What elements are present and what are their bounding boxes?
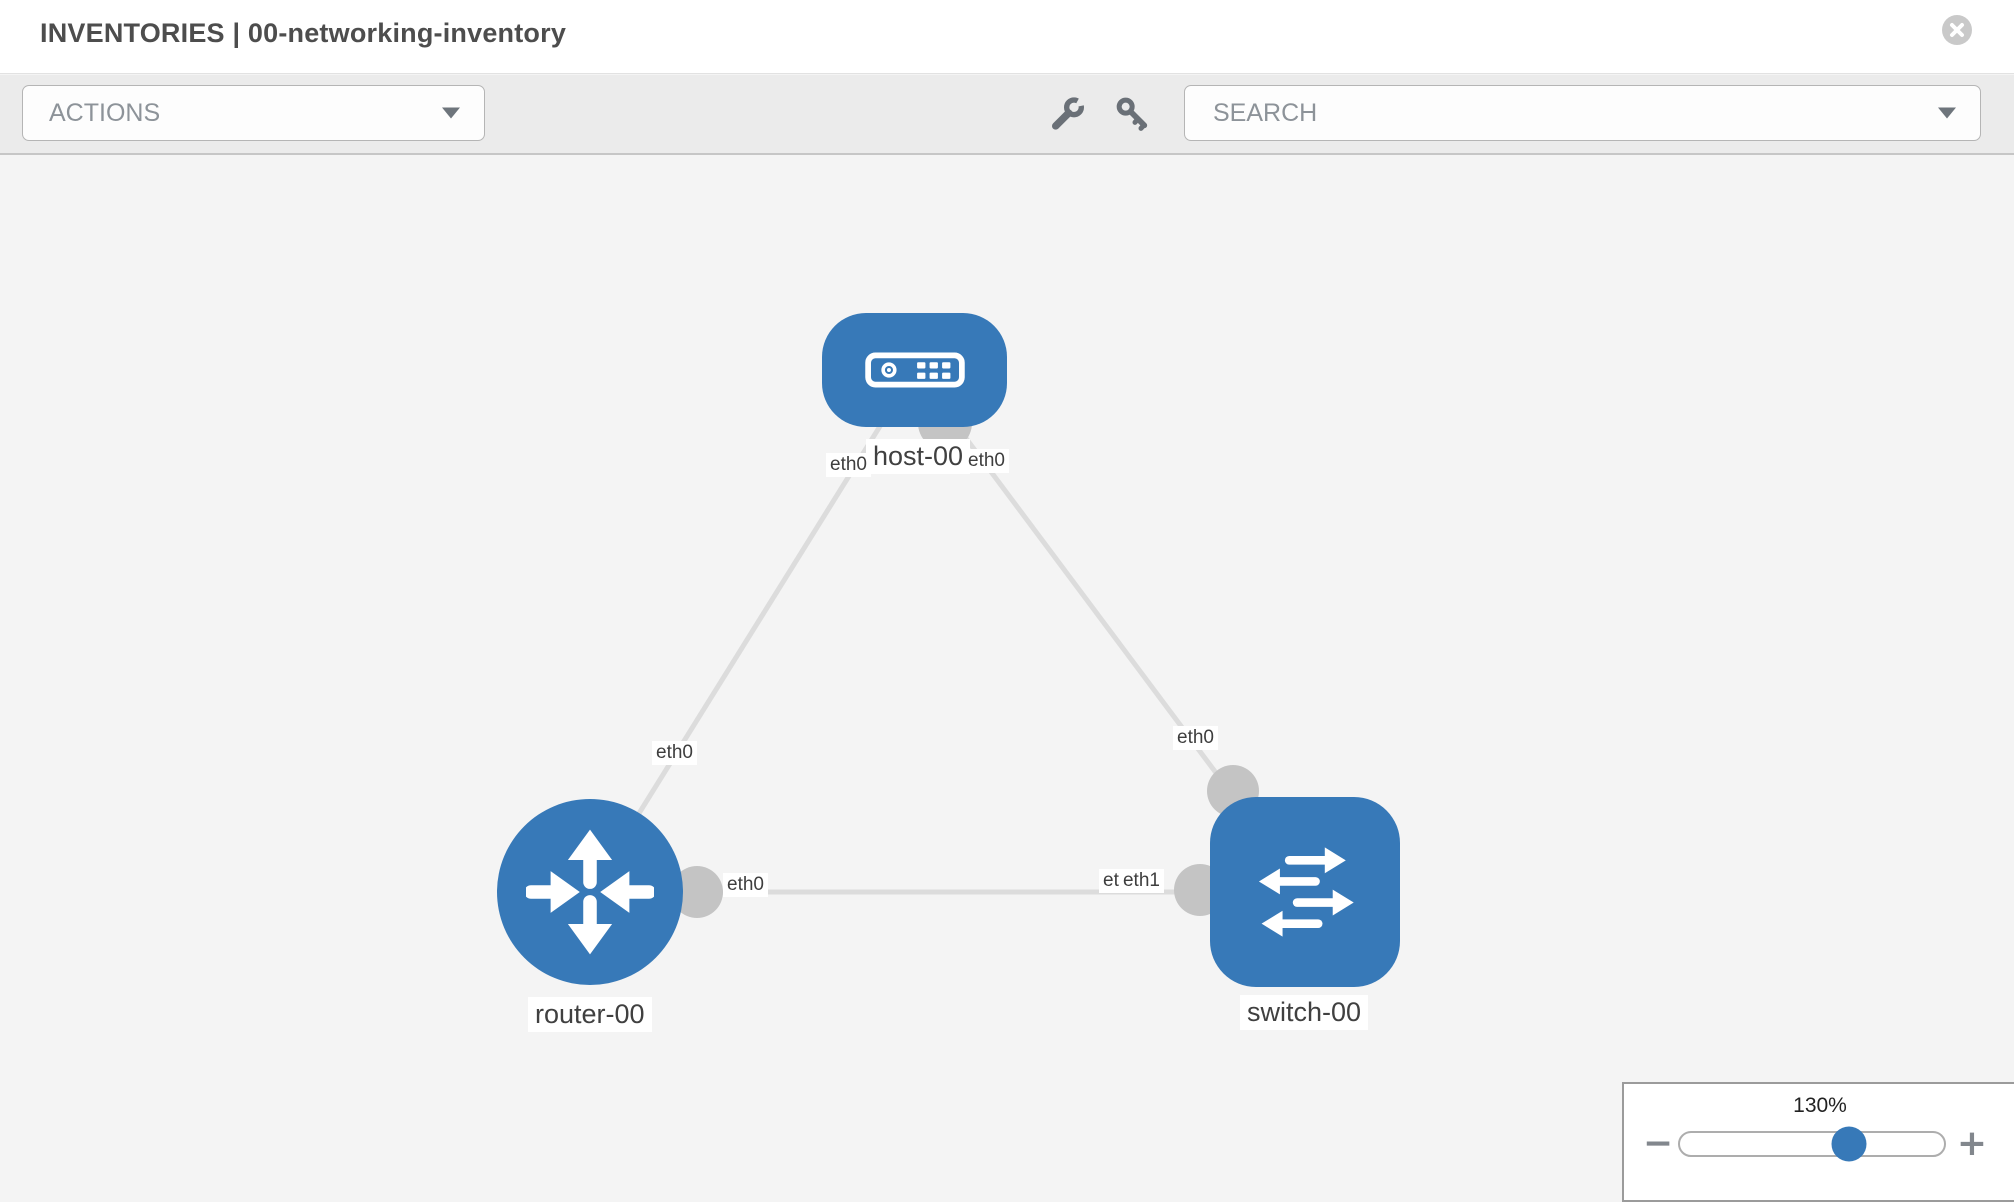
- search-dropdown[interactable]: [1184, 85, 1981, 141]
- page-header: INVENTORIES | 00-networking-inventory: [0, 0, 2014, 74]
- key-icon: [1116, 97, 1148, 131]
- router-icon: [526, 829, 654, 955]
- iface-label-switch-to-host: eth0: [1173, 726, 1218, 750]
- page-title: INVENTORIES | 00-networking-inventory: [40, 18, 567, 48]
- node-switch-00[interactable]: [1210, 797, 1400, 987]
- topology-canvas[interactable]: host-00 router-00 switch-00 eth0 eth0 et…: [0, 155, 2014, 1200]
- node-host-00[interactable]: [822, 313, 1007, 427]
- zoom-level: 130%: [1793, 1094, 1847, 1117]
- close-icon: [1950, 23, 1964, 37]
- zoom-panel: 130% − +: [1622, 1082, 2014, 1202]
- toolbar: ACTIONS: [0, 75, 2014, 155]
- actions-dropdown[interactable]: ACTIONS: [22, 85, 485, 141]
- tools-button[interactable]: [1044, 91, 1090, 137]
- node-label-switch: switch-00: [1240, 995, 1369, 1030]
- actions-dropdown-label: ACTIONS: [49, 98, 161, 127]
- server-icon: [864, 352, 965, 388]
- topology-links-layer: [587, 368, 1308, 918]
- iface-label-host-to-router: eth0: [826, 453, 871, 477]
- iface-label-router-to-switch: eth0: [723, 873, 768, 897]
- node-router-00[interactable]: [497, 799, 683, 985]
- zoom-in-button[interactable]: +: [1952, 1126, 1992, 1162]
- iface-label-router-to-host: eth0: [652, 741, 697, 765]
- chevron-down-icon: [442, 107, 460, 119]
- node-label-host: host-00: [866, 439, 971, 474]
- interface-port-router: [671, 866, 723, 918]
- chevron-down-icon: [1938, 107, 1956, 119]
- close-button[interactable]: [1942, 15, 1972, 45]
- iface-label-host-to-switch: eth0: [964, 449, 1009, 473]
- zoom-slider-track[interactable]: [1678, 1126, 1946, 1162]
- switch-icon: [1258, 847, 1354, 937]
- zoom-slider-thumb[interactable]: [1831, 1126, 1867, 1162]
- zoom-out-button[interactable]: −: [1638, 1126, 1678, 1162]
- node-label-router: router-00: [528, 997, 652, 1032]
- search-input[interactable]: [1211, 97, 1855, 129]
- iface-label-switch-to-router: eth0 eth1: [1099, 869, 1164, 893]
- credentials-button[interactable]: [1110, 91, 1156, 137]
- wrench-icon: [1051, 94, 1087, 130]
